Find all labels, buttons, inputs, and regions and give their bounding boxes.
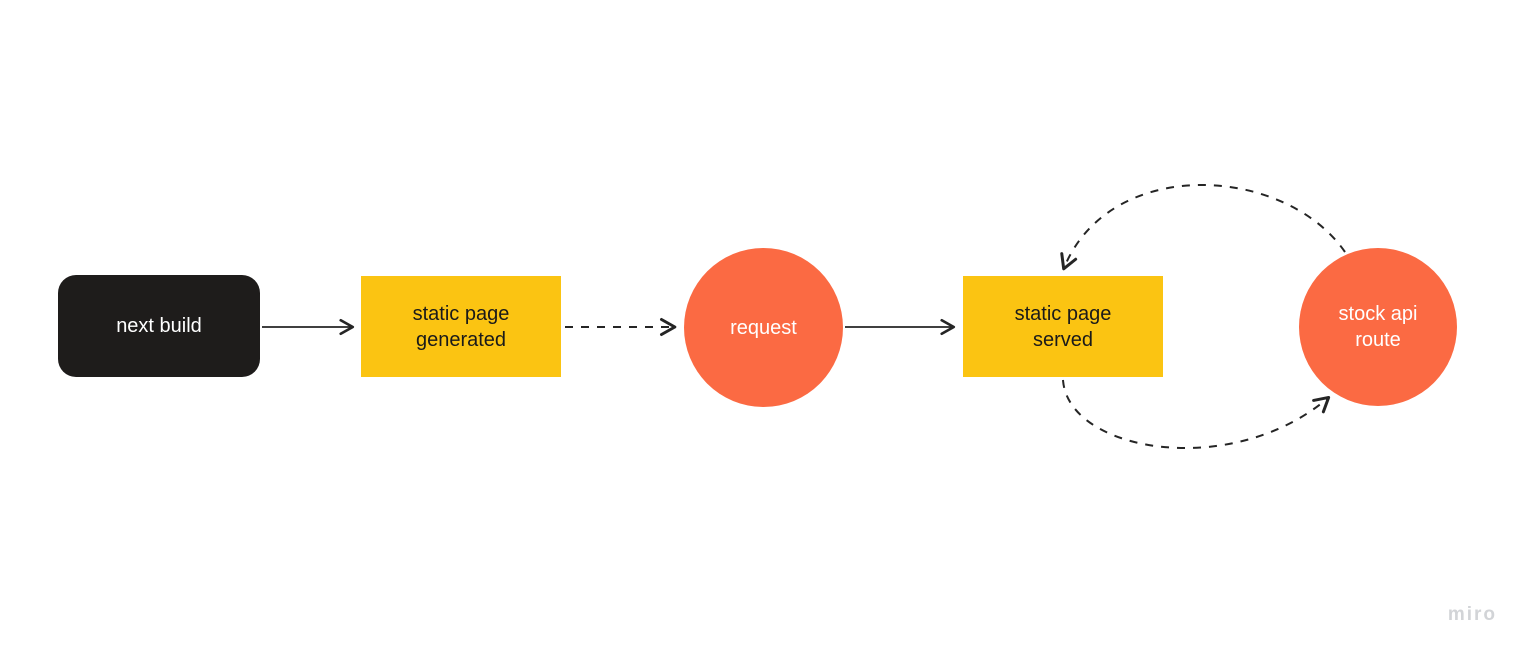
node-static-page-served-label: static page served — [1014, 302, 1112, 351]
node-next-build[interactable]: next build — [58, 275, 260, 377]
node-next-build-label: next build — [116, 315, 202, 337]
miro-watermark: miro — [1447, 604, 1497, 625]
connector-stock-api-route-to-static-page-served[interactable] — [1060, 184, 1346, 271]
node-request[interactable]: request — [684, 248, 843, 407]
node-stock-api-route[interactable]: stock api route — [1299, 248, 1457, 406]
node-static-page-generated[interactable]: static page generated — [361, 276, 561, 377]
node-stock-api-route-label: stock api route — [1338, 303, 1418, 351]
node-static-page-served[interactable]: static page served — [963, 276, 1163, 377]
connector-static-page-served-to-stock-api-route[interactable] — [1062, 379, 1331, 449]
node-request-label: request — [730, 316, 797, 339]
node-static-page-generated-label: static page generated — [412, 302, 510, 351]
